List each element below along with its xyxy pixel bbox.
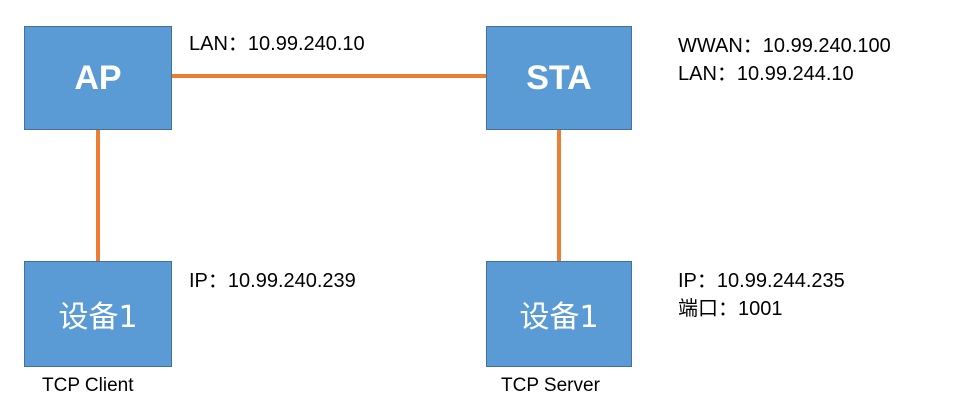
ap-lan-address: LAN：10.99.240.10	[189, 33, 365, 55]
server-port: 端口：1001	[678, 298, 783, 320]
sta-node: STA	[486, 26, 632, 130]
ap-node: AP	[24, 26, 172, 130]
link-sta-server	[557, 129, 561, 261]
sta-node-label: STA	[526, 58, 592, 97]
link-ap-client	[96, 129, 100, 261]
sta-wwan-address: WWAN：10.99.240.100	[678, 35, 891, 57]
client-caption: TCP Client	[42, 375, 134, 396]
server-device-node: 设备1	[486, 261, 632, 367]
link-ap-sta	[172, 74, 486, 78]
server-caption: TCP Server	[501, 375, 600, 396]
client-ip-address: IP：10.99.240.239	[189, 270, 356, 292]
ap-node-label: AP	[74, 58, 122, 97]
sta-lan-address: LAN：10.99.244.10	[678, 63, 854, 85]
server-ip-address: IP：10.99.244.235	[678, 270, 845, 292]
client-device-node: 设备1	[24, 261, 172, 367]
server-device-label: 设备1	[519, 300, 599, 335]
client-device-label: 设备1	[58, 300, 138, 335]
